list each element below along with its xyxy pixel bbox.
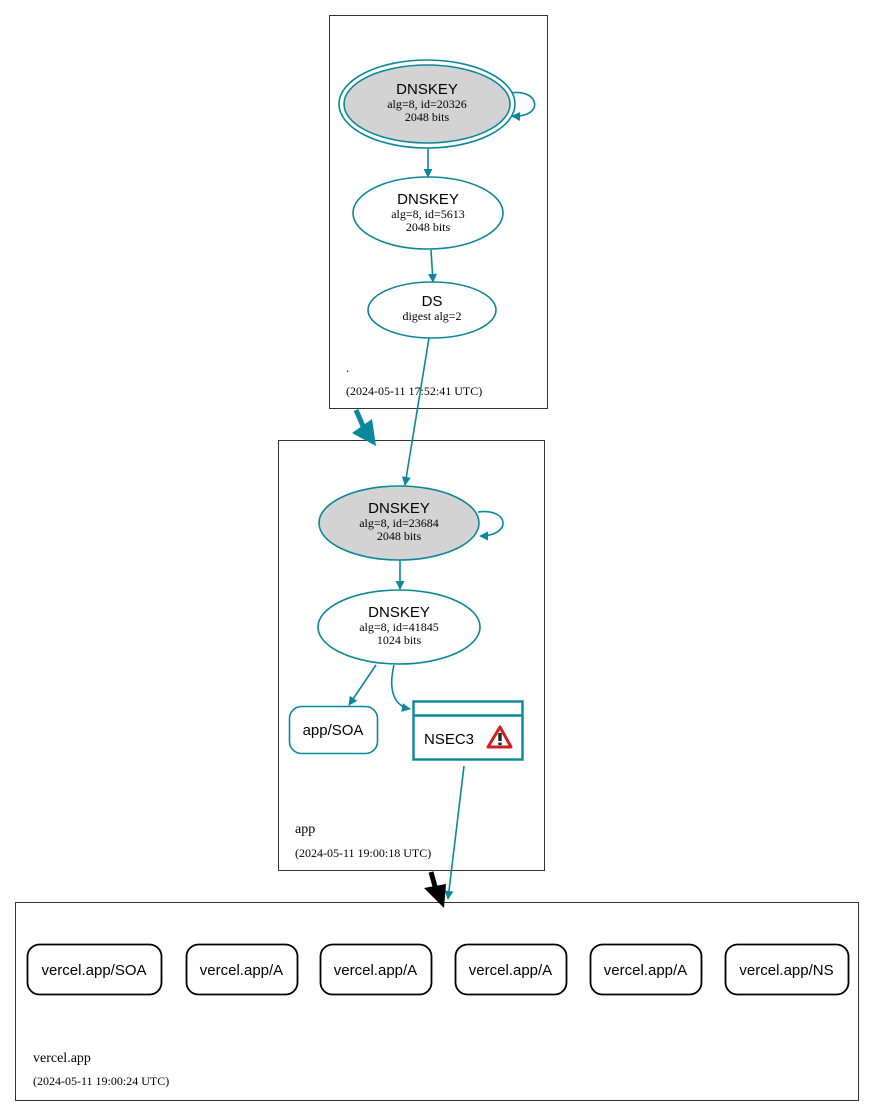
vercel-records: vercel.app/SOA vercel.app/A vercel.app/A ve… [26, 943, 850, 996]
root-zsk-line2: 2048 bits [406, 220, 451, 234]
root-ksk-title: DNSKEY [396, 81, 458, 98]
root-zsk-node[interactable]: DNSKEY alg=8, id=5613 2048 bits [352, 176, 504, 250]
app-zsk-line2: 1024 bits [377, 633, 422, 647]
edge-app-zsk-nsec3 [390, 664, 411, 712]
app-zsk-title: DNSKEY [368, 604, 430, 621]
app-zsk-line1: alg=8, id=41845 [359, 620, 439, 634]
record-label: vercel.app/NS [739, 962, 833, 979]
app-soa-label: app/SOA [303, 722, 364, 739]
edge-nsec3-vercel [444, 765, 465, 900]
zone-root-name: . [346, 360, 349, 375]
edge-root-ksk-self [509, 91, 536, 121]
record-node[interactable]: vercel.app/A [589, 943, 703, 996]
record-label: vercel.app/A [469, 962, 552, 979]
zone-app-timestamp: (2024-05-11 19:00:18 UTC) [295, 846, 431, 860]
edge-root-zsk-ds [428, 249, 437, 283]
app-ds-line1: digest alg=2 [402, 309, 461, 323]
delegation-app-vercel-arrowhead [424, 884, 446, 908]
app-ksk-line1: alg=8, id=23684 [359, 516, 439, 530]
edge-app-ksk-self [477, 510, 504, 541]
root-ksk-node[interactable]: DNSKEY alg=8, id=20326 2048 bits [338, 59, 516, 149]
record-label: vercel.app/A [334, 962, 417, 979]
app-ksk-line2: 2048 bits [377, 529, 422, 543]
zone-vercel-timestamp: (2024-05-11 19:00:24 UTC) [33, 1074, 169, 1088]
nsec3-label: NSEC3 [424, 731, 474, 748]
root-zsk-line1: alg=8, id=5613 [391, 207, 465, 221]
record-node[interactable]: vercel.app/NS [724, 943, 850, 996]
record-label: vercel.app/A [604, 962, 687, 979]
delegation-root-app-arrowhead [352, 419, 376, 446]
app-ds-title: DS [422, 293, 443, 310]
app-soa-node[interactable]: app/SOA [288, 705, 379, 755]
app-ksk-node[interactable]: DNSKEY alg=8, id=23684 2048 bits [318, 485, 480, 561]
zone-root-box [329, 15, 548, 409]
record-label: vercel.app/SOA [41, 962, 146, 979]
app-ksk-title: DNSKEY [368, 500, 430, 517]
root-ksk-line1: alg=8, id=20326 [387, 97, 467, 111]
app-ds-node[interactable]: DS digest alg=2 [367, 281, 497, 339]
record-node[interactable]: vercel.app/A [185, 943, 299, 996]
record-label: vercel.app/A [200, 962, 283, 979]
zone-vercel-name: vercel.app [33, 1051, 91, 1066]
record-node[interactable]: vercel.app/A [454, 943, 568, 996]
app-zsk-node[interactable]: DNSKEY alg=8, id=41845 1024 bits [317, 589, 481, 665]
edge-ds-app-ksk [401, 337, 430, 486]
zone-app-name: app [295, 822, 315, 837]
edge-app-zsk-soa [348, 664, 377, 706]
zone-vercel-box [15, 902, 859, 1101]
root-zsk-title: DNSKEY [397, 191, 459, 208]
record-node[interactable]: vercel.app/A [319, 943, 433, 996]
zone-root-timestamp: (2024-05-11 17:52:41 UTC) [346, 384, 482, 398]
nsec3-node[interactable]: NSEC3 [412, 700, 524, 761]
root-ksk-line2: 2048 bits [405, 110, 450, 124]
warning-icon [486, 725, 513, 749]
record-node[interactable]: vercel.app/SOA [26, 943, 163, 996]
